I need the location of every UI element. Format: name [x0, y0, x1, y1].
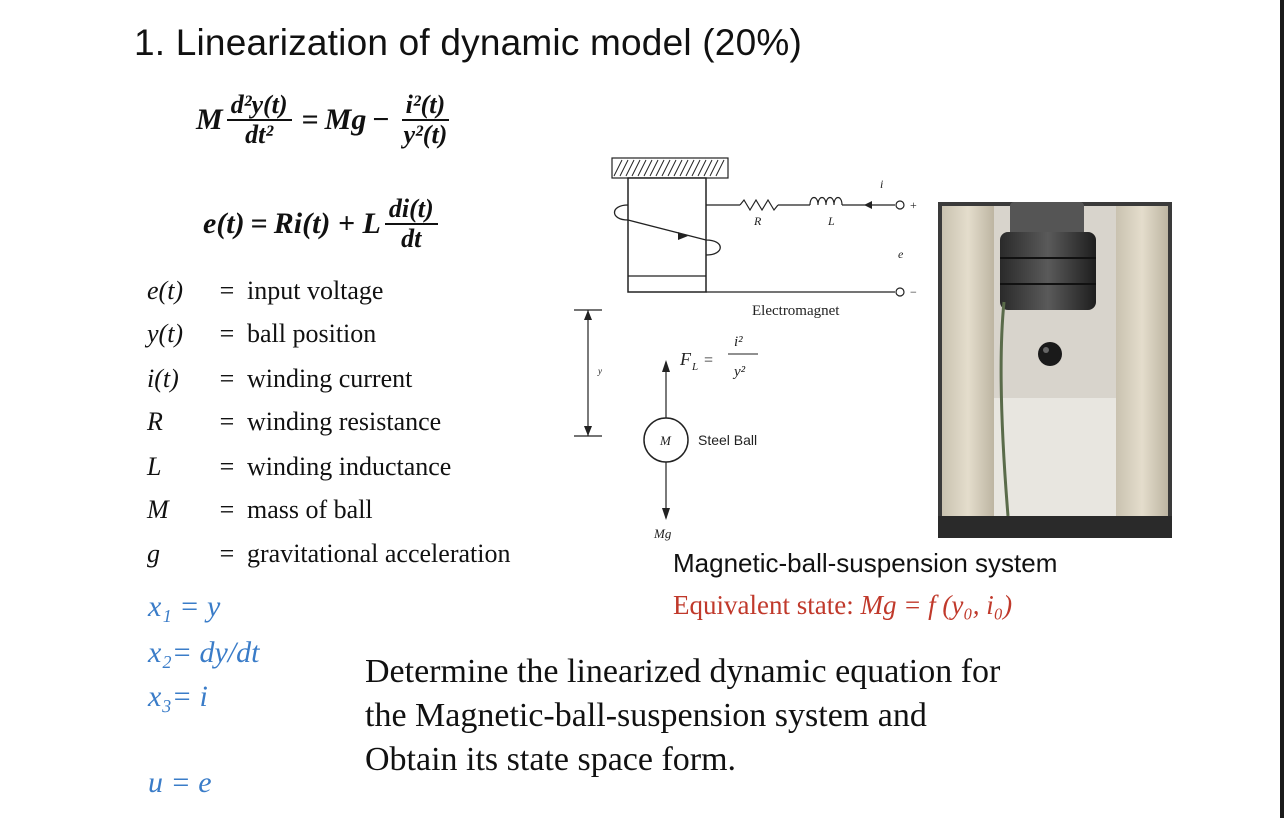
- eq1-lhs-den: dt²: [245, 120, 274, 149]
- definition-row: y(t) = ball position: [147, 319, 376, 349]
- eq1-equals: =: [301, 103, 319, 136]
- label-force-den: y²: [732, 364, 746, 380]
- definition-row: g = gravitational acceleration: [147, 539, 510, 569]
- definition-row: R = winding resistance: [147, 407, 441, 437]
- svg-text:=: =: [704, 352, 713, 369]
- figure-caption: Magnetic-ball-suspension system: [673, 548, 1058, 578]
- task-line: Obtain its state space form.: [365, 741, 737, 778]
- label-force-num: i²: [734, 334, 743, 350]
- resistor-symbol: [739, 198, 779, 212]
- definition-text: input voltage: [247, 276, 384, 305]
- label-steel-ball: Steel Ball: [698, 432, 757, 448]
- electromagnet-coil: [1000, 232, 1096, 310]
- definition-equals: =: [219, 452, 235, 481]
- label-R: R: [753, 214, 762, 228]
- equivalent-state-expr: Mg = f (y₀, i₀): [860, 590, 1013, 620]
- state-x1: x₁ = y: [148, 590, 221, 623]
- definition-text: winding current: [247, 364, 413, 393]
- definition-text: ball position: [247, 319, 377, 348]
- suspension-schematic: R L i + e − Electromagnet y F L = i² y² …: [574, 157, 917, 541]
- definition-row: i(t) = winding current: [147, 364, 412, 394]
- label-L: L: [827, 214, 835, 228]
- eq1-rhs-den: y²(t): [403, 120, 448, 149]
- definition-symbol: R: [147, 407, 163, 436]
- eq2-fraction: di(t) dt: [384, 196, 438, 253]
- left-wood-post: [942, 206, 994, 516]
- state-x2: x₂= dy/dt: [148, 636, 260, 669]
- eq2-equals: =: [250, 207, 268, 240]
- eq1-rhs-term: Mg: [324, 103, 367, 136]
- input-u: u = e: [148, 766, 212, 799]
- label-M: M: [659, 433, 672, 448]
- eq1-lhs-num: d²y(t): [226, 92, 292, 121]
- state-x3: x₃= i: [148, 680, 208, 713]
- inductor-symbol: [809, 196, 843, 206]
- current-arrow-icon: [864, 201, 872, 209]
- label-FL: F: [679, 349, 692, 369]
- ceiling-hatch: [613, 159, 725, 177]
- definition-symbol: e(t): [147, 276, 184, 305]
- eq1-rhs-fraction: i²(t) y²(t): [399, 92, 451, 148]
- equivalent-state-prefix: Equivalent state:: [673, 590, 861, 620]
- definition-equals: =: [219, 276, 235, 305]
- label-plus: +: [910, 198, 917, 212]
- definition-text: winding inductance: [247, 452, 452, 481]
- coil-winding: [613, 204, 721, 256]
- levitated-ball: [1038, 342, 1062, 366]
- definition-equals: =: [219, 539, 235, 568]
- terminal-plus: [895, 200, 905, 210]
- equivalent-state: Equivalent state: Mg = f (y₀, i₀): [673, 590, 1012, 621]
- equation-circuit: e(t) = Ri(t) + L di(t) dt: [203, 196, 442, 252]
- definition-symbol: L: [147, 452, 162, 481]
- definition-equals: =: [219, 319, 235, 348]
- definition-symbol: i(t): [147, 364, 179, 393]
- definition-text: winding resistance: [247, 407, 442, 436]
- task-line: Determine the linearized dynamic equatio…: [365, 653, 1001, 690]
- eq1-lhs-fraction: d²y(t) dt²: [226, 92, 292, 149]
- electromagnet-core: [627, 177, 707, 293]
- eq2-frac-den: dt: [401, 224, 422, 253]
- terminal-minus: [895, 287, 905, 297]
- definition-equals: =: [219, 495, 235, 524]
- definition-symbol: g: [147, 539, 160, 568]
- definition-text: gravitational acceleration: [247, 539, 511, 568]
- window-edge: [1280, 0, 1284, 818]
- task-line: the Magnetic-ball-suspension system and: [365, 697, 927, 734]
- eq2-term1: Ri(t) + L: [273, 207, 381, 240]
- problem-heading: 1. Linearization of dynamic model (20%): [134, 22, 802, 63]
- definition-equals: =: [219, 407, 235, 436]
- label-i: i: [880, 177, 883, 191]
- right-wood-post: [1116, 206, 1168, 516]
- definition-symbol: y(t): [147, 319, 184, 348]
- label-FL-sub: L: [691, 361, 698, 373]
- eq1-mass: M: [196, 103, 223, 136]
- label-minus: −: [910, 285, 917, 299]
- eq2-frac-num: di(t): [384, 196, 438, 225]
- definition-symbol: M: [147, 495, 169, 524]
- label-e: e: [898, 247, 904, 261]
- apparatus-photo: [938, 202, 1172, 538]
- label-y: y: [597, 366, 602, 376]
- definition-text: mass of ball: [247, 495, 373, 524]
- definition-row: M = mass of ball: [147, 495, 373, 525]
- eq2-lhs: e(t): [203, 207, 245, 240]
- definition-row: L = winding inductance: [147, 452, 451, 482]
- task-statement: Determine the linearized dynamic equatio…: [365, 650, 1000, 782]
- label-electromagnet: Electromagnet: [752, 303, 840, 319]
- definition-row: e(t) = input voltage: [147, 276, 383, 306]
- equation-motion: M d²y(t) dt² = Mg − i²(t) y²(t): [196, 92, 455, 148]
- definition-equals: =: [219, 364, 235, 393]
- eq1-rhs-num: i²(t): [401, 92, 450, 121]
- label-Mg: Mg: [653, 526, 672, 541]
- eq1-minus: −: [372, 103, 390, 136]
